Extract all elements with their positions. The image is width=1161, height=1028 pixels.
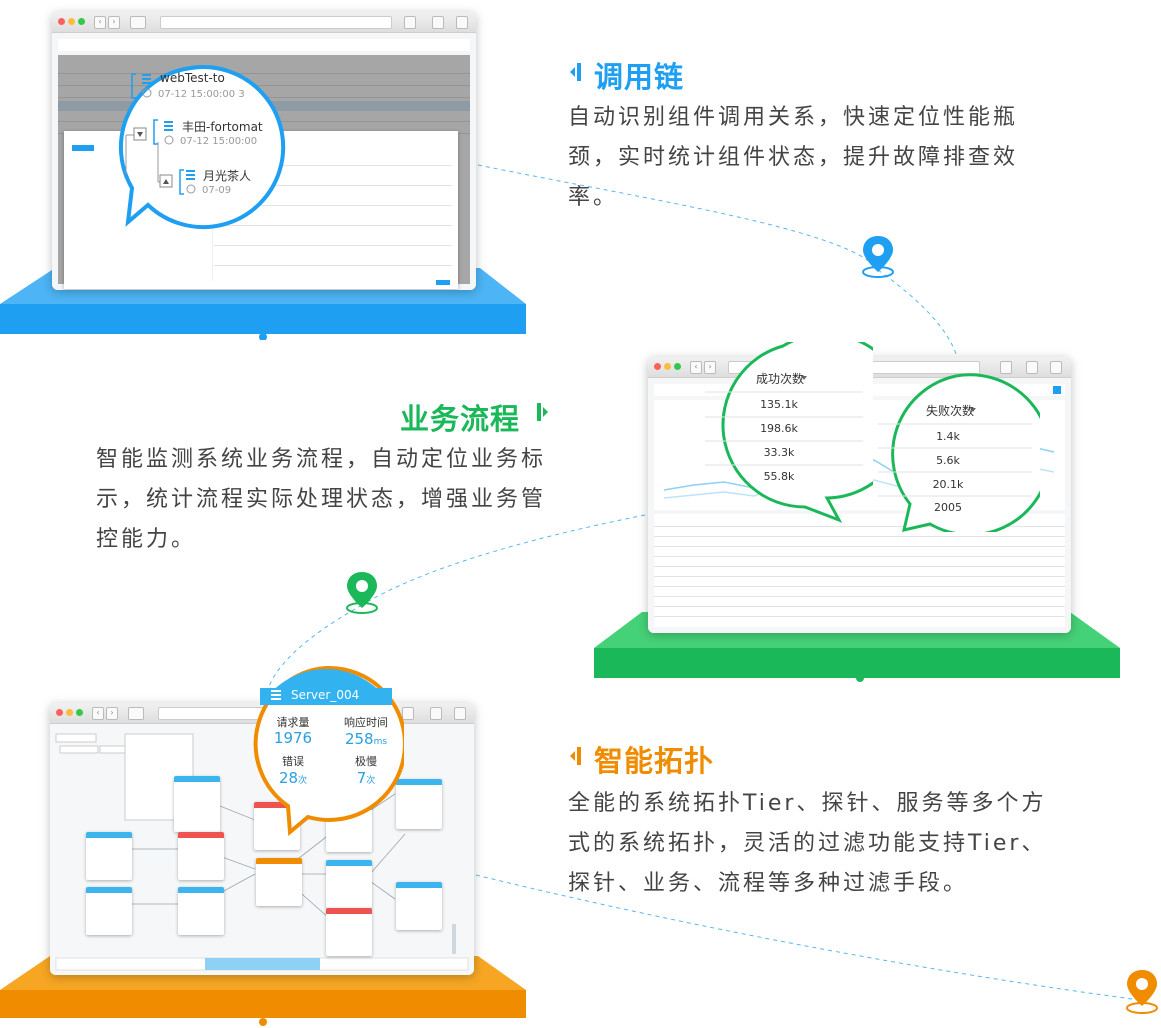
trace-row-name: webTest-to <box>160 71 225 85</box>
slow-count-label: 极慢 <box>355 755 377 768</box>
heading-business-flow: 业务流程 <box>400 402 521 436</box>
fail-count-value: 1.4k <box>936 430 960 443</box>
success-count-header: 成功次数 <box>755 372 804 386</box>
description-call-chain: 自动识别组件调用关系，快速定位性能瓶颈，实时统计组件状态，提升故障排查效率。 <box>568 105 1019 210</box>
call-chain-magnifier-frame <box>118 65 286 230</box>
location-pin-icon <box>862 236 894 278</box>
description-business-flow: 智能监测系统业务流程，自动定位业务标示，统计流程实际处理状态，增强业务管控能力。 <box>96 447 547 552</box>
fail-count-value: 20.1k <box>932 478 964 491</box>
server-name-label: Server_004 <box>291 688 360 702</box>
response-time-value: 258ms <box>344 730 388 748</box>
fail-count-value: 2005 <box>934 501 962 514</box>
success-count-value: 55.8k <box>763 470 795 483</box>
location-pin-icon <box>346 572 378 614</box>
heading-marker-icon <box>537 403 548 421</box>
heading-marker-icon <box>570 63 581 81</box>
fail-count-magnifier-frame <box>878 373 1040 532</box>
trace-row-time: 07-12 15:00:00 3 <box>158 89 245 100</box>
heading-marker-icon <box>570 747 581 765</box>
response-time-label: 响应时间 <box>344 716 388 729</box>
request-count-label: 请求量 <box>276 716 310 729</box>
success-count-value: 198.6k <box>760 422 798 435</box>
location-pin-icon <box>1126 970 1158 1014</box>
success-count-magnifier-frame <box>705 342 873 523</box>
error-count-value: 28次 <box>278 769 308 787</box>
heading-call-chain: 调用链 <box>594 60 685 94</box>
server-magnifier-frame <box>253 665 404 836</box>
error-count-label: 错误 <box>282 755 304 768</box>
trace-row-name: 丰田-fortomat <box>182 120 263 134</box>
description-smart-topology: 全能的系统拓扑Tier、探针、服务等多个方式的系统拓扑，灵活的过滤功能支持Tie… <box>568 791 1047 896</box>
fail-count-header: 失败次数 <box>925 404 974 418</box>
success-count-value: 33.3k <box>763 446 795 459</box>
trace-row-name: 月光茶人 <box>203 169 252 183</box>
slow-count-value: 7次 <box>356 769 376 787</box>
trace-row-time: 07-12 15:00:00 <box>180 136 258 147</box>
request-count-value: 1976 <box>273 729 313 747</box>
fail-count-value: 5.6k <box>936 454 960 467</box>
heading-smart-topology: 智能拓扑 <box>594 744 715 778</box>
trace-row-time: 07-09 <box>202 185 232 196</box>
success-count-value: 135.1k <box>760 398 798 411</box>
